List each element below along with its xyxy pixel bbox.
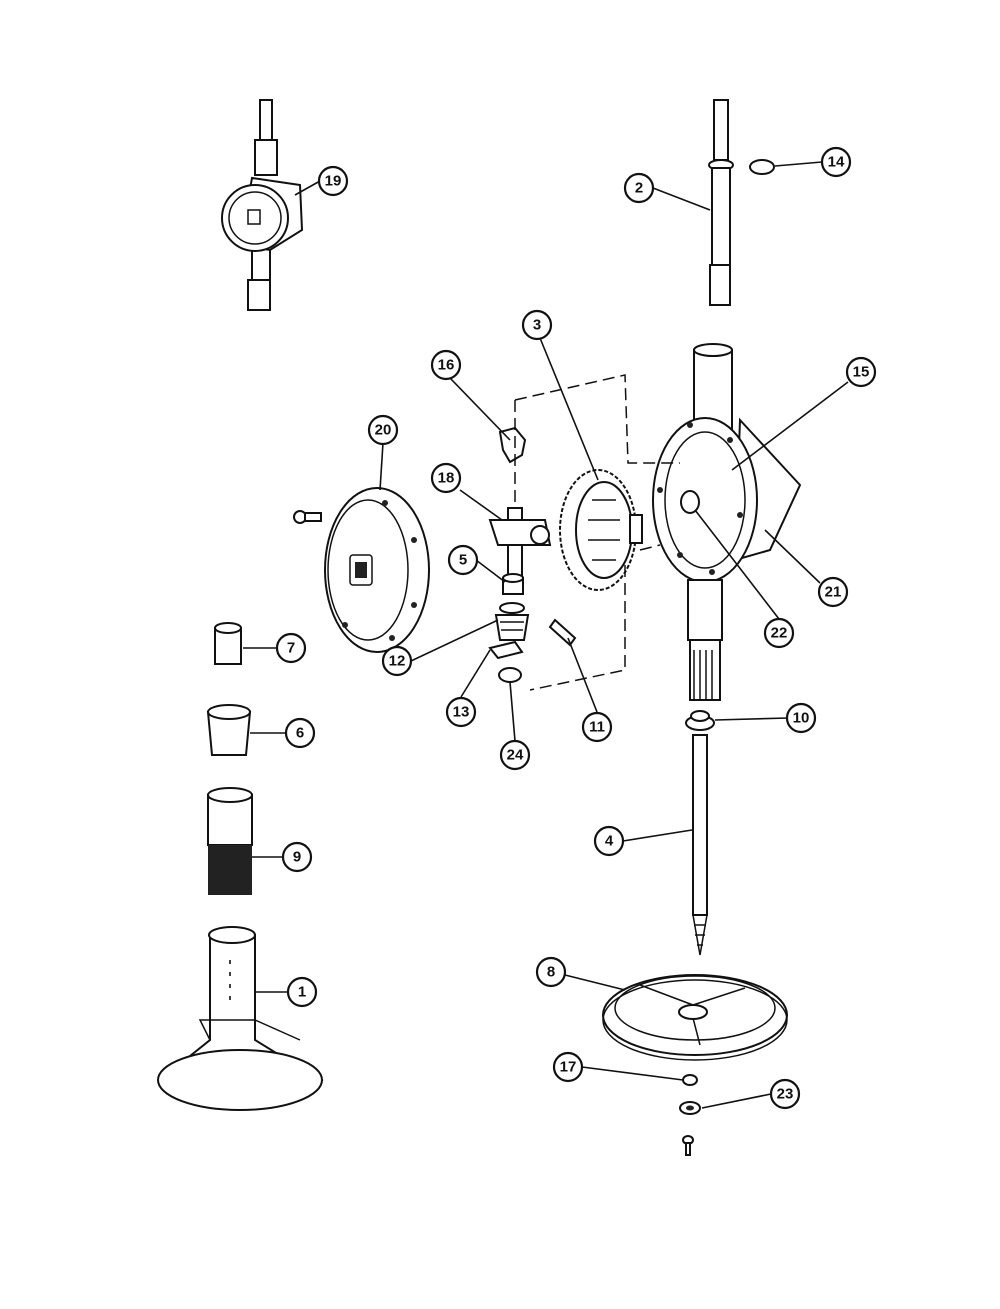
- part-4-drive-shaft: [692, 734, 708, 956]
- svg-text:21: 21: [825, 584, 842, 601]
- svg-text:11: 11: [589, 719, 605, 736]
- part-11-pin: [548, 618, 577, 647]
- bottom-screw: [682, 1135, 694, 1156]
- part-12-pinion-gear: [494, 602, 530, 641]
- callout-19: 19: [317, 165, 349, 197]
- callout-6: 6: [284, 717, 316, 749]
- callout-2: 2: [623, 172, 655, 204]
- callout-22: 22: [763, 617, 795, 649]
- callout-12: 12: [381, 645, 413, 677]
- callout-5: 5: [447, 544, 479, 576]
- callout-24: 24: [499, 739, 531, 771]
- svg-text:14: 14: [828, 154, 845, 171]
- part-14-ring: [749, 159, 775, 175]
- svg-text:23: 23: [777, 1086, 794, 1103]
- svg-text:1: 1: [298, 984, 306, 1001]
- part-23-washer: [679, 1101, 701, 1115]
- svg-text:16: 16: [438, 357, 455, 374]
- callout-16: 16: [430, 349, 462, 381]
- svg-text:7: 7: [287, 640, 295, 657]
- callout-1: 1: [286, 976, 318, 1008]
- svg-text:18: 18: [438, 470, 455, 487]
- part-20-cover-plate: [324, 487, 430, 653]
- callout-21: 21: [817, 576, 849, 608]
- callout-23: 23: [769, 1078, 801, 1110]
- part-24-washer: [498, 667, 522, 683]
- svg-text:4: 4: [605, 833, 614, 850]
- svg-text:5: 5: [459, 552, 467, 569]
- callout-3: 3: [521, 309, 553, 341]
- part-8-pulley: [602, 974, 788, 1061]
- assembly-lines: [514, 374, 680, 691]
- svg-text:6: 6: [296, 725, 304, 742]
- callout-18: 18: [430, 462, 462, 494]
- callout-8: 8: [535, 956, 567, 988]
- part-2-agitator-shaft: [708, 99, 734, 306]
- part-5-bushing: [502, 573, 524, 595]
- part-7-clip: [214, 622, 242, 665]
- callout-4: 4: [593, 825, 625, 857]
- svg-text:9: 9: [293, 849, 301, 866]
- part-9-filter: [207, 787, 253, 895]
- svg-text:3: 3: [533, 317, 541, 334]
- svg-text:19: 19: [325, 173, 342, 190]
- svg-text:17: 17: [560, 1059, 577, 1076]
- callout-13: 13: [445, 696, 477, 728]
- svg-text:2: 2: [635, 180, 643, 197]
- part-10-seal: [685, 710, 715, 731]
- callout-11: 11: [581, 711, 613, 743]
- svg-text:12: 12: [389, 653, 406, 670]
- svg-text:8: 8: [547, 964, 555, 981]
- svg-text:20: 20: [375, 422, 392, 439]
- part-19-transmission-assembly: [221, 99, 304, 311]
- leader-lines: [243, 161, 849, 1109]
- callout-14: 14: [820, 146, 852, 178]
- part-3-drive-gear: [559, 469, 643, 591]
- svg-text:13: 13: [453, 704, 470, 721]
- svg-text:24: 24: [507, 747, 524, 764]
- callout-7: 7: [275, 632, 307, 664]
- callout-9: 9: [281, 841, 313, 873]
- svg-text:15: 15: [853, 364, 870, 381]
- callout-20: 20: [367, 414, 399, 446]
- part-6-bearing: [206, 704, 252, 756]
- part-22-seal: [680, 490, 700, 514]
- part-13-thrust-washer: [488, 640, 524, 660]
- callout-10: 10: [785, 702, 817, 734]
- callout-15: 15: [845, 356, 877, 388]
- svg-text:10: 10: [793, 710, 810, 727]
- part-21-gear-case: [652, 343, 802, 701]
- svg-text:22: 22: [771, 625, 788, 642]
- part-1-agitator: [157, 926, 324, 1111]
- cover-screw: [293, 510, 322, 524]
- callout-17: 17: [552, 1051, 584, 1083]
- part-17-nut: [682, 1074, 698, 1086]
